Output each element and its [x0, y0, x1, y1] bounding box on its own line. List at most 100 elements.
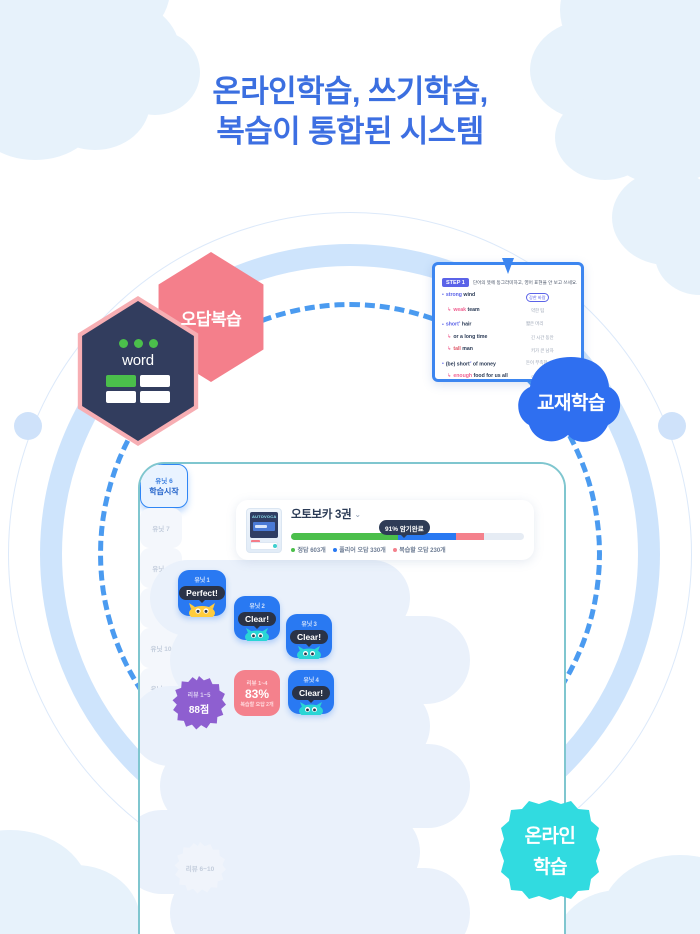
- unit-node-7-locked[interactable]: 유닛 7: [140, 508, 182, 548]
- progress-segment-solved-wrong: [398, 533, 457, 540]
- review-purple-score: 88점: [188, 705, 210, 716]
- memorized-tooltip: 91% 암기완료: [379, 520, 430, 538]
- entry-en-post: time: [475, 333, 488, 340]
- badge-online-label-wrap: 온라인 학습: [500, 800, 600, 900]
- unit-status-bubble-2: Clear!: [237, 612, 277, 629]
- review-coral-score: 83%: [244, 686, 270, 701]
- character-cyan-icon: [299, 702, 323, 715]
- word-cell-empty: [106, 391, 136, 403]
- legend-label-correct: 정답 603개: [297, 548, 326, 554]
- unit-label-3: 유닛 3: [301, 622, 317, 628]
- workbook-entry: ↳tall man 키가 큰 남자: [442, 346, 574, 354]
- ring-dot-left: [14, 412, 42, 440]
- workbook-entry: •short1 hair 짧은 머리: [442, 319, 574, 329]
- word-card-grid: [106, 375, 170, 403]
- entry-en-post: food for us all: [472, 373, 508, 380]
- active-unit-action: 학습시작: [149, 487, 179, 496]
- legend-item-solved-wrong: 풀리어 오답 330개: [332, 545, 386, 554]
- word-cell-empty: [140, 375, 170, 387]
- character-yellow-icon: [189, 603, 215, 617]
- book-brand-label: AUTOVOCA: [252, 513, 277, 519]
- entry-en-post: of money: [471, 361, 496, 368]
- unit-node-2[interactable]: 유닛 2 Clear!: [234, 596, 280, 641]
- entry-en-post: hair: [460, 321, 472, 328]
- review-locked-label: 리뷰 6~10: [185, 866, 215, 873]
- unit-status-bubble-1: Perfect!: [179, 586, 225, 603]
- entry-kr: 돈이 부족한: [526, 360, 548, 366]
- book-progress-card[interactable]: AUTOVOCA 오토보카 3권 ⌄ 91% 암기완료: [236, 500, 534, 560]
- unit-label-1: 유닛 1: [194, 578, 210, 584]
- entry-sup: 2: [469, 359, 472, 364]
- tablet-screen: AUTOVOCA 오토보카 3권 ⌄ 91% 암기완료: [140, 464, 564, 934]
- legend-label-review-wrong: 복습할 오답 230개: [399, 548, 446, 554]
- book-title: 오토보카 3권: [291, 509, 352, 521]
- entry-en-post: team: [466, 306, 480, 313]
- entry-kr: 키가 큰 남자: [531, 347, 554, 353]
- review-coral-label: 리뷰 1~4: [246, 680, 268, 687]
- entry-en-pre: (be) short: [445, 361, 470, 368]
- unit-status-bubble-3: Clear!: [289, 630, 329, 647]
- progress-segment-review-wrong: [456, 533, 485, 540]
- unit-node-1[interactable]: 유닛 1 Perfect!: [178, 570, 226, 617]
- word-cell-empty: [140, 391, 170, 403]
- entry-en-pre: enough: [453, 373, 473, 380]
- badge-textbook-learning[interactable]: 교재학습: [516, 355, 626, 447]
- workbook-step-header: STEP 1 단어의 뜻에 동그라미하고, 영어 표현을 안 보고 쓰세요.: [442, 278, 577, 287]
- entry-en-pre: strong: [445, 292, 462, 298]
- legend-item-correct: 정답 603개: [291, 545, 326, 554]
- progress-legend: 정답 603개 풀리어 오답 330개 복습할 오답 230개: [291, 545, 524, 554]
- cloud-blob-shape: [518, 357, 621, 442]
- character-cyan-icon: [297, 646, 321, 659]
- progress-bar: [291, 533, 524, 540]
- badge-online-label-2: 학습: [533, 857, 567, 878]
- entry-en-pre: or a long: [453, 333, 476, 340]
- word-card[interactable]: word: [82, 301, 194, 441]
- entry-kr: 짧은 머리: [526, 320, 544, 326]
- entry-kr: 강한 바람: [526, 292, 549, 302]
- workbook-entry: •(be) short2 of money 돈이 부족한: [442, 359, 574, 369]
- unit-node-3[interactable]: 유닛 3 Clear!: [286, 614, 332, 659]
- review-coral-note: 복습할 오답 2개: [240, 701, 274, 708]
- unit-label-7: 유닛 7: [152, 526, 170, 533]
- chevron-down-icon[interactable]: ⌄: [354, 509, 362, 519]
- book-selector[interactable]: 오토보카 3권 ⌄: [291, 506, 524, 522]
- workbook-entry: ↳or a long time 긴 시간 동안: [442, 334, 574, 342]
- active-unit-label: 유닛 6: [155, 478, 173, 485]
- legend-item-review-wrong: 복습할 오답 230개: [392, 545, 446, 554]
- entry-en-post: man: [460, 346, 473, 353]
- word-cell-filled: [106, 375, 136, 387]
- entry-en-pre: weak: [453, 306, 467, 313]
- badge-review-label-wrap: 오답복습: [150, 252, 272, 382]
- entry-kr: 긴 시간 동안: [531, 335, 554, 341]
- character-cyan-icon: [245, 628, 269, 641]
- workbook-entry: ↳weak team 약한 팀: [442, 307, 574, 315]
- badge-textbook-label: 교재학습: [537, 392, 605, 414]
- unit-node-6-active[interactable]: 유닛 6 학습시작: [140, 464, 188, 508]
- tablet-device: AUTOVOCA 오토보카 3권 ⌄ 91% 암기완료: [138, 462, 566, 934]
- badge-review-label: 오답복습: [180, 309, 242, 329]
- entry-en-pre: tall: [453, 346, 461, 353]
- entry-kr: 약한 팀: [531, 308, 545, 313]
- unit-label-10: 유닛 10: [150, 646, 172, 653]
- page-title-line-1: 온라인학습, 쓰기학습,: [212, 74, 488, 109]
- unit-status-bubble-4: Clear!: [291, 686, 331, 703]
- word-card-dots: [118, 339, 158, 348]
- entry-en-post: wind: [461, 292, 476, 298]
- badge-online-label-1: 온라인: [524, 826, 576, 847]
- progress-segment-correct: [291, 533, 399, 540]
- ring-dot-right: [658, 412, 686, 440]
- word-card-caption: word: [122, 352, 154, 369]
- unit-label-2: 유닛 2: [249, 604, 265, 610]
- entry-en-pre: short: [445, 321, 459, 328]
- legend-label-solved-wrong: 풀리어 오답 330개: [339, 548, 386, 554]
- review-badge-1-4[interactable]: 리뷰 1~4 83% 복습할 오답 2개: [234, 670, 280, 716]
- step-tag: STEP 1: [442, 278, 469, 287]
- book-cover-thumbnail: AUTOVOCA: [246, 507, 282, 553]
- review-purple-label: 리뷰 1~5: [187, 693, 211, 699]
- unit-node-4[interactable]: 유닛 4 Clear!: [288, 670, 334, 715]
- badge-online-learning[interactable]: [500, 800, 600, 900]
- page-title: 온라인학습, 쓰기학습, 복습이 통합된 시스템: [0, 72, 700, 152]
- workbook-entry: •strong wind 강한 바람: [442, 292, 574, 302]
- unit-label-4: 유닛 4: [303, 678, 319, 684]
